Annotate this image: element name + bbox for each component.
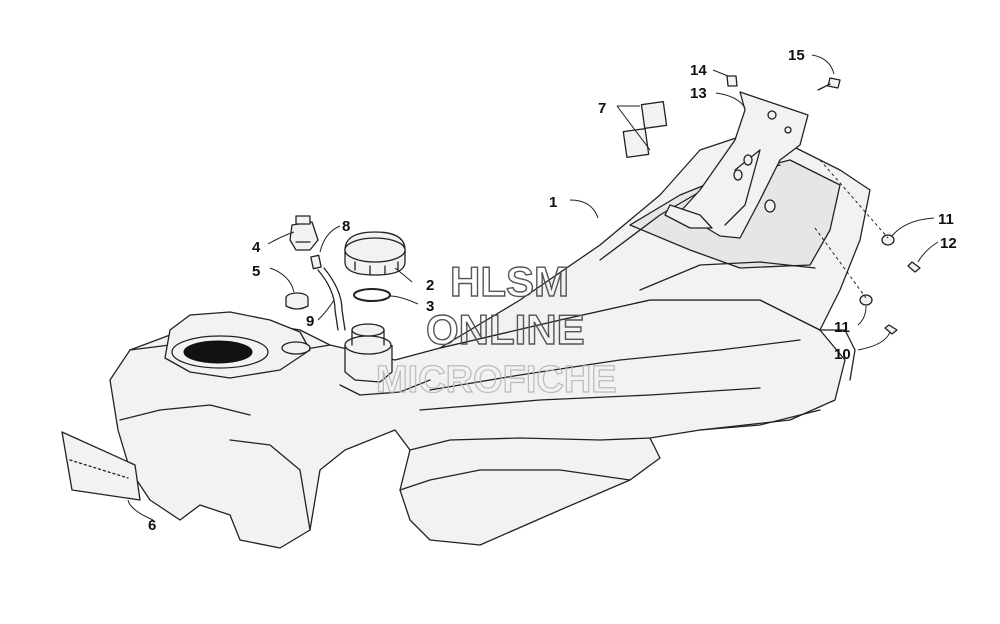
fuel-cap — [344, 231, 406, 276]
callout-3: 3 — [426, 298, 434, 315]
grommet — [281, 292, 311, 355]
callout-13: 13 — [690, 85, 707, 102]
callout-1: 1 — [549, 194, 557, 211]
decal — [61, 431, 141, 501]
watermark: HLSM ONLINE MICROFICHE — [375, 257, 617, 401]
hose-fitting — [310, 254, 322, 270]
foam-pads — [622, 100, 668, 159]
mounting-bracket — [664, 91, 809, 239]
callout-7: 7 — [598, 100, 606, 117]
callout-11-upper: 11 — [938, 211, 954, 228]
watermark-line1: HLSM — [450, 258, 569, 305]
watermark-line2: ONLINE — [426, 306, 585, 353]
alignment-lines — [814, 159, 889, 299]
watermark-line3: MICROFICHE — [376, 359, 617, 401]
fuel-sender — [289, 215, 319, 251]
callout-4: 4 — [252, 239, 261, 256]
callout-11-lower: 11 — [834, 319, 850, 336]
callout-6: 6 — [148, 517, 156, 534]
callout-10: 10 — [834, 346, 851, 363]
callout-5: 5 — [252, 263, 260, 280]
callout-12: 12 — [940, 235, 957, 252]
callout-8: 8 — [342, 218, 350, 235]
hose — [317, 267, 346, 331]
callout-2: 2 — [426, 277, 434, 294]
callout-14: 14 — [690, 62, 707, 79]
fuel-tank — [109, 129, 871, 549]
callout-15: 15 — [788, 47, 805, 64]
callout-labels: 1 2 3 4 5 6 7 8 9 10 11 11 12 13 14 15 — [148, 47, 957, 534]
fasteners — [726, 75, 921, 335]
callout-9: 9 — [306, 313, 314, 330]
o-ring — [353, 288, 391, 302]
leader-lines — [127, 54, 939, 521]
